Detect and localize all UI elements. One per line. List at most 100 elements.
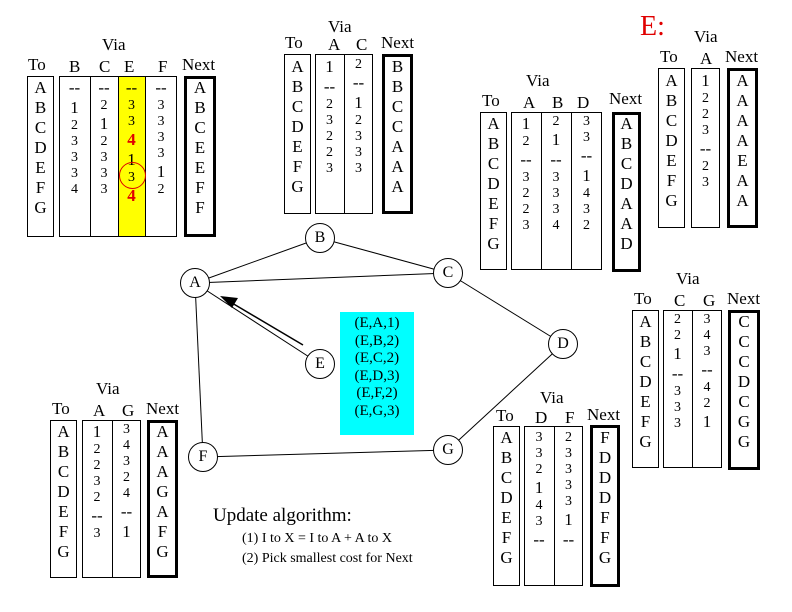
table-cell: A	[736, 111, 749, 130]
table-cell: C	[639, 352, 652, 371]
table-cell: F	[666, 171, 677, 190]
table-cell: --	[91, 506, 103, 525]
via-label: Via	[96, 379, 120, 398]
to-label: To	[660, 47, 678, 66]
table-cell: G	[598, 548, 612, 567]
table-cell: 2	[157, 182, 165, 197]
table-cell: 3	[565, 478, 572, 493]
table-cell: --	[533, 530, 545, 549]
table-cell: C	[391, 117, 404, 136]
table-cell: E	[292, 137, 303, 156]
table-cell: 3	[535, 514, 543, 529]
message-entry: (E,F,2)	[356, 385, 398, 401]
via-header: B	[69, 57, 81, 76]
table-cell: D	[598, 488, 612, 507]
table-cell: 3	[522, 218, 530, 233]
table-cell: 3	[128, 98, 135, 113]
table-cell: D	[500, 488, 513, 507]
table-cell: 3	[552, 170, 560, 185]
next-label: Next	[725, 47, 759, 66]
table-cell: B	[194, 98, 206, 117]
table-cell: B	[639, 332, 652, 351]
table-cell: 4	[583, 186, 590, 201]
table-cell: A	[736, 91, 749, 110]
via-label: Via	[694, 27, 718, 46]
table-cell: 4	[552, 218, 560, 233]
table-cell: F	[292, 157, 303, 176]
table-cell: 2	[522, 134, 530, 149]
table-cell: A	[156, 502, 169, 521]
table-cell: B	[57, 442, 70, 461]
table-cell: G	[291, 177, 304, 196]
via-label: Via	[526, 71, 550, 90]
table-cell: 2	[100, 134, 108, 149]
table-cell: 3	[703, 344, 711, 359]
via-header: C	[674, 291, 686, 310]
table-cell: 3	[71, 150, 78, 165]
table-cell: --	[699, 139, 712, 158]
table-cell: B	[291, 77, 304, 96]
to-label: To	[496, 406, 514, 425]
table-cell: E	[58, 502, 69, 521]
table-cell: E	[194, 158, 206, 177]
table-cell: 2	[703, 396, 711, 411]
next-column-box	[184, 76, 216, 237]
table-cell: A	[193, 78, 207, 97]
table-cell: D	[34, 138, 47, 157]
via-header: D	[577, 93, 590, 112]
node-g: G	[433, 435, 463, 465]
table-cell: 1	[127, 150, 136, 169]
table-cell: 2	[93, 442, 101, 457]
table-cell: D	[57, 482, 70, 501]
via-columns-box	[511, 112, 602, 270]
to-column-box	[27, 76, 54, 237]
table-cell: C	[57, 462, 70, 481]
table-cell: G	[737, 412, 751, 431]
to-label: To	[482, 91, 500, 110]
next-column-box	[612, 112, 641, 272]
table-cell: --	[562, 530, 575, 549]
next-label: Next	[587, 405, 621, 424]
distance-vector-message: (E,A,1) (E,B,2) (E,C,2) (E,D,3) (E,F,2) …	[340, 312, 414, 435]
to-column-box	[284, 54, 311, 214]
table-cell: E	[737, 151, 748, 170]
to-column-box	[50, 420, 77, 578]
via-columns-box	[82, 420, 141, 578]
table-cell: 3	[583, 130, 590, 145]
table-cell: 3	[71, 134, 78, 149]
next-column-box	[727, 68, 758, 228]
next-label: Next	[182, 55, 216, 74]
table-cell: C	[738, 352, 750, 371]
next-label: Next	[146, 399, 180, 418]
node-f: F	[188, 442, 218, 472]
table-cell: D	[665, 131, 678, 150]
table-cell: 2	[71, 118, 78, 133]
table-cell: D	[620, 174, 633, 193]
node-e: E	[305, 349, 335, 379]
table-cell: 2	[583, 218, 590, 233]
algorithm-step-1: (1) I to X = I to A + A to X	[242, 531, 392, 546]
table-cell: A	[665, 71, 678, 90]
table-cell: 3	[565, 446, 572, 461]
table-cell: 2	[123, 470, 130, 485]
table-cell: 3	[702, 175, 709, 190]
table-cell: --	[323, 77, 336, 96]
message-entry: (E,C,2)	[354, 350, 400, 366]
table-cell: A	[391, 157, 404, 176]
table-cell: --	[352, 73, 365, 92]
table-cell: B	[391, 57, 404, 76]
to-column-box	[632, 310, 659, 468]
table-cell: D	[598, 448, 612, 467]
table-cell: 2	[535, 462, 543, 477]
table-cell: 3	[552, 186, 560, 201]
table-cell: A	[156, 422, 169, 441]
table-cell: 3	[100, 166, 108, 181]
table-cell: C	[665, 111, 678, 130]
